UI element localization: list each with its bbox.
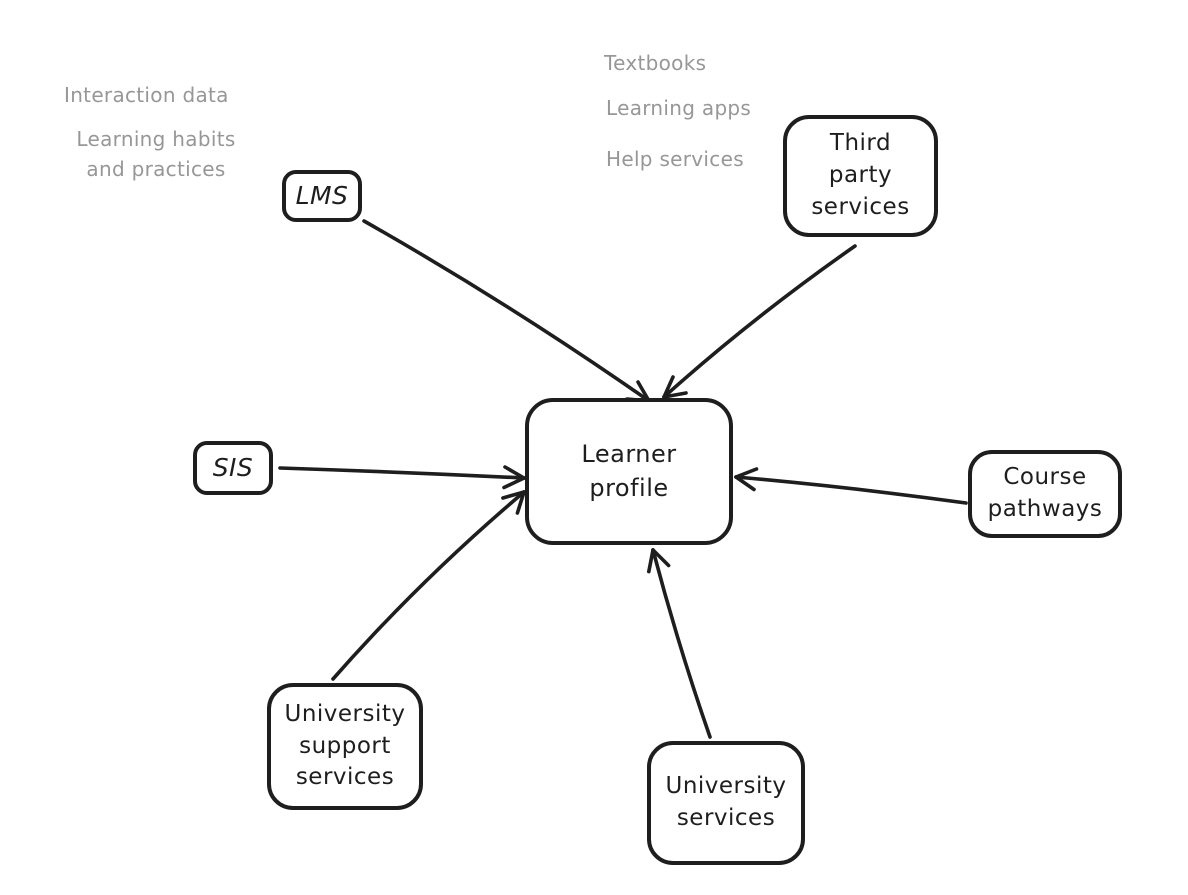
node-university-services: University services — [647, 741, 805, 865]
node-university-support-services: University support services — [267, 683, 423, 810]
arrow-course-pathways-to-learner-profile — [734, 467, 968, 505]
node-sis-label: SIS — [212, 452, 254, 482]
annotation-learning-apps: Learning apps — [606, 96, 752, 120]
node-sis: SIS — [193, 441, 273, 495]
node-university-support-services-label: University support services — [284, 700, 406, 791]
node-university-services-label: University services — [665, 773, 787, 831]
annotation-interaction-data: Interaction data — [64, 83, 229, 107]
arrow-sis-to-learner-profile — [278, 465, 526, 490]
node-course-pathways-label: Course pathways — [987, 464, 1103, 522]
arrow-lms-to-learner-profile — [362, 219, 651, 403]
arrow-university-services-to-learner-profile — [647, 548, 712, 739]
annotation-help-services: Help services — [606, 147, 744, 171]
arrow-university-support-services-to-learner-profile — [331, 490, 526, 681]
annotation-learning-habits: Learning habits and practices — [76, 127, 236, 181]
annotation-textbooks: Textbooks — [604, 51, 707, 75]
node-lms: LMS — [282, 170, 362, 222]
node-course-pathways: Course pathways — [968, 450, 1122, 538]
node-learner-profile-label: Learner profile — [581, 440, 677, 502]
node-third-party-services: Third party services — [783, 115, 938, 237]
arrow-third-party-services-to-learner-profile — [662, 244, 857, 399]
node-learner-profile: Learner profile — [525, 398, 733, 545]
node-third-party-services-label: Third party services — [811, 130, 910, 220]
node-lms-label: LMS — [295, 180, 349, 210]
